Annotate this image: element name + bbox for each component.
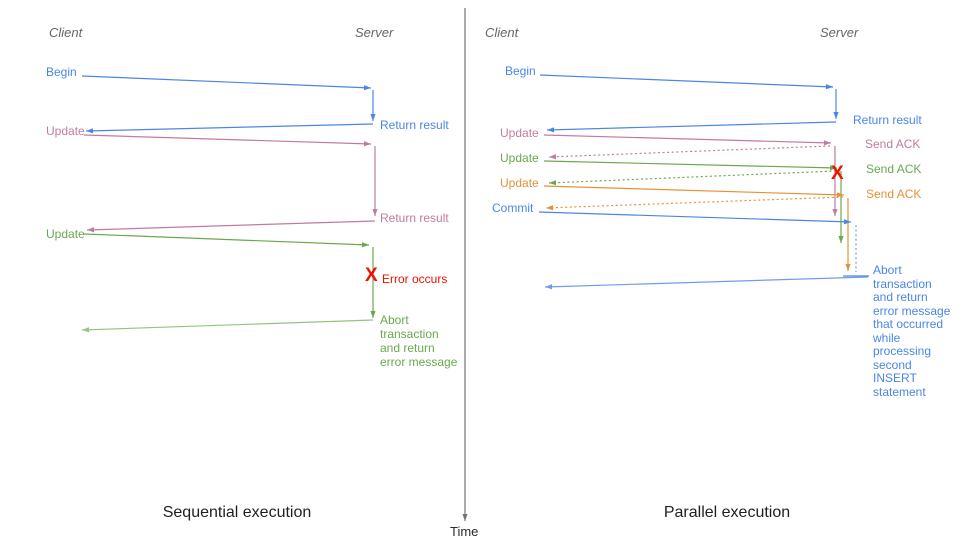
par-send-ack-2 <box>548 170 837 186</box>
time-axis-label: Time <box>450 524 479 539</box>
seq-return-result-2-label: Return result <box>380 211 449 225</box>
seq-begin-request <box>81 75 372 91</box>
par-abort-return <box>544 276 869 290</box>
seq-caption: Sequential execution <box>162 504 312 521</box>
par-update-1-label: Update <box>500 126 539 140</box>
par-server-work-4 <box>845 198 851 271</box>
par-update-2-request <box>543 160 838 171</box>
par-error-x-mark: X <box>831 163 844 184</box>
par-update-3-label: Update <box>500 176 539 190</box>
seq-client-header: Client <box>49 25 83 40</box>
par-return-result <box>546 121 837 133</box>
par-send-ack-3-label: Send ACK <box>866 187 922 201</box>
par-client-header: Client <box>485 25 519 40</box>
seq-abort-note: Abort transaction and return error messa… <box>380 313 458 369</box>
seq-return-result-1-label: Return result <box>380 118 449 132</box>
par-begin-label: Begin <box>505 64 536 78</box>
par-begin-request <box>539 74 834 90</box>
seq-server-header: Server <box>355 25 394 40</box>
seq-return-result-1 <box>85 123 374 134</box>
par-caption: Parallel execution <box>663 504 791 521</box>
seq-error-occurs-label: Error occurs <box>382 272 448 286</box>
par-send-ack-1-label: Send ACK <box>865 137 921 151</box>
par-abort-note: Abort transaction and return error messa… <box>873 263 951 399</box>
time-axis-line <box>462 8 468 521</box>
par-server-work-1 <box>833 89 839 119</box>
seq-return-result-2 <box>86 220 376 233</box>
par-update-3-request <box>543 185 845 198</box>
par-commit-label: Commit <box>492 201 534 215</box>
seq-update-1-request <box>83 134 372 147</box>
seq-update-2-label: Update <box>46 227 85 241</box>
seq-update-1-label: Update <box>46 124 85 138</box>
par-update-2-label: Update <box>500 151 539 165</box>
par-update-1-request <box>543 134 832 146</box>
par-return-result-label: Return result <box>853 113 922 127</box>
seq-server-work-2 <box>372 146 378 216</box>
seq-abort-return <box>81 319 374 333</box>
par-send-ack-1 <box>548 145 831 160</box>
seq-server-work-1 <box>370 90 376 121</box>
par-commit-request <box>538 211 852 225</box>
seq-error-x-mark: X <box>365 265 378 286</box>
par-server-work-2 <box>832 146 838 216</box>
seq-update-2-request <box>83 233 370 248</box>
seq-begin-label: Begin <box>46 65 77 79</box>
par-server-work-3 <box>838 171 844 243</box>
seq-server-work-3 <box>370 247 376 318</box>
par-send-ack-2-label: Send ACK <box>866 162 922 176</box>
par-server-header: Server <box>820 25 859 40</box>
par-send-ack-3 <box>545 196 844 211</box>
